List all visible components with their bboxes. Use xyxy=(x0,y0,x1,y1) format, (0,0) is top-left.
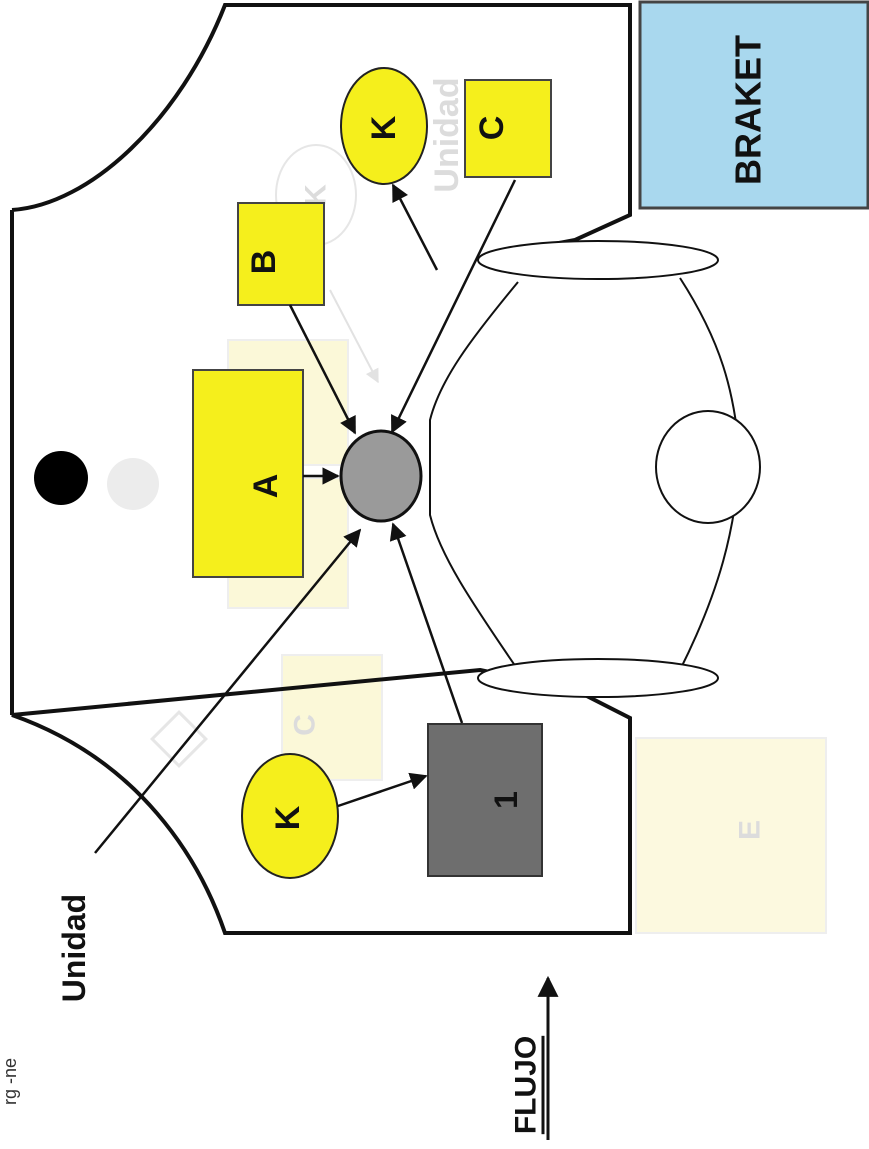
arrow-to-kanban-top xyxy=(391,183,439,271)
table-ellipse-top xyxy=(477,240,719,280)
conveyor-table xyxy=(429,240,761,698)
faded-box-e xyxy=(635,737,827,934)
kanban-k-bottom-label: K xyxy=(269,805,307,830)
unit-circle xyxy=(339,429,423,523)
box-c xyxy=(464,79,552,178)
arrow-k-to-1 xyxy=(337,772,428,808)
faded-e-label: E xyxy=(734,820,767,840)
table-ellipse-bottom xyxy=(477,658,719,698)
black-dot xyxy=(34,451,88,505)
box-b xyxy=(237,202,325,306)
braket-box xyxy=(638,0,869,210)
braket-label: BRAKET xyxy=(728,35,769,185)
work-area-outline xyxy=(10,3,632,935)
box-c-label: C xyxy=(473,116,511,141)
box-b-label: B xyxy=(245,250,283,275)
box-a xyxy=(192,369,304,578)
faded-arrow xyxy=(329,289,379,384)
kanban-k-top xyxy=(340,67,428,185)
faded-k-label: K xyxy=(300,184,333,206)
faded-black-dot xyxy=(107,458,159,510)
unidad-label: Unidad xyxy=(56,894,92,1002)
box-1-label: 1 xyxy=(488,791,524,809)
faded-c-label: C xyxy=(289,714,322,736)
arrow-b-to-unit xyxy=(288,304,357,435)
faded-diamond xyxy=(150,710,208,768)
flujo-label: FLUJO xyxy=(510,1036,543,1134)
corner-fragment-text: rg -ne xyxy=(0,1058,20,1105)
arrow-1-to-unit xyxy=(389,522,464,724)
kanban-k-bottom xyxy=(241,753,339,879)
table-center-circle xyxy=(655,410,761,524)
box-1 xyxy=(427,723,543,877)
arrow-c-to-unit xyxy=(390,179,517,434)
arrow-unidad-pointer xyxy=(94,528,362,854)
kanban-k-top-label: K xyxy=(365,115,403,140)
box-a-label: A xyxy=(247,474,285,499)
faded-unidad-label: Unidad xyxy=(428,77,466,192)
flow-arrows xyxy=(94,179,517,854)
